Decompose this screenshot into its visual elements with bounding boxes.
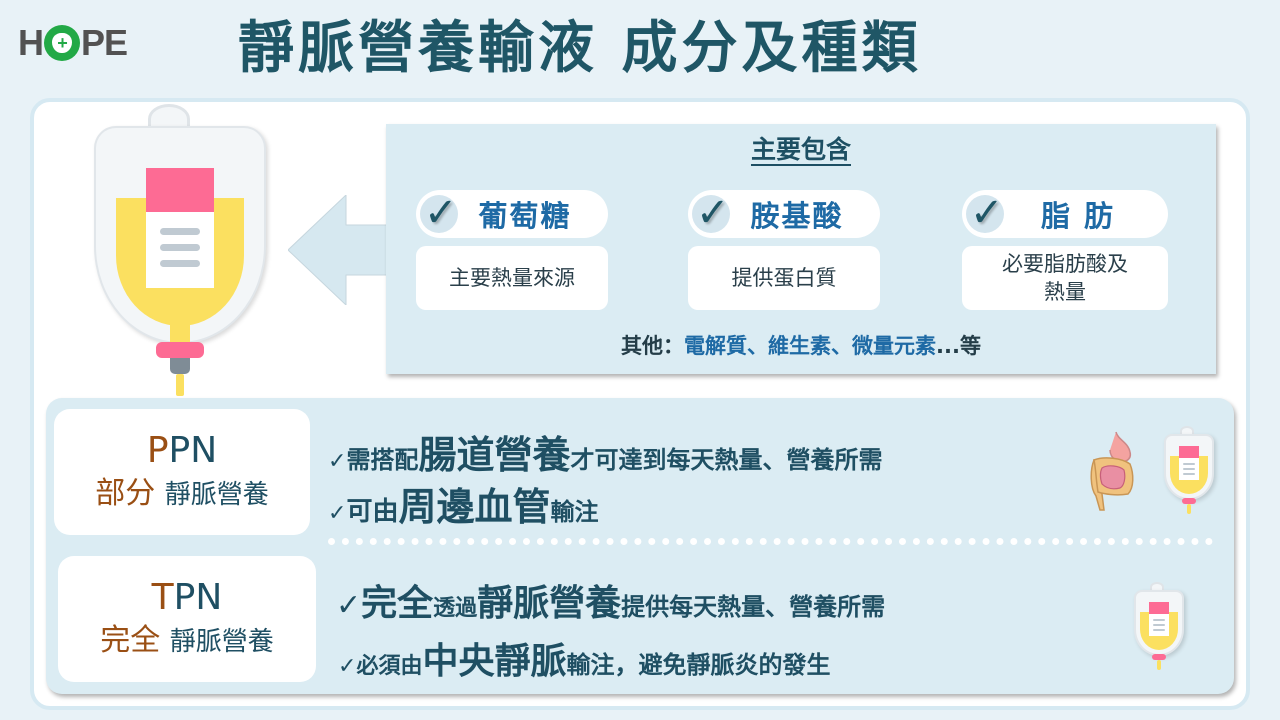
component-name: 胺基酸 [750,199,844,233]
composition-heading: 主要包含 [750,135,851,164]
component-name: 葡萄糖 [478,199,572,233]
arrow-left-icon [288,195,388,305]
checkmark-icon: ✓ [338,654,357,679]
checkmark-icon: ✓ [696,190,730,236]
component-glucose: ✓ 葡萄糖 主要熱量來源 [416,190,608,310]
others-line: 其他：電解質、維生素、微量元素...等 [386,330,1216,360]
tpn-card: TPN 完全 靜脈營養 [58,556,316,682]
ppn-name: 部分 靜脈營養 [95,475,269,511]
ppn-abbr: PPN [146,429,218,471]
ppn-card: PPN 部分 靜脈營養 [54,409,310,535]
component-desc: 主要熱量來源 [416,246,608,310]
checkmark-icon: ✓ [970,190,1004,236]
checkmark-icon: ✓ [336,588,362,623]
iv-bag-icon [94,104,266,404]
hope-logo: H + PE [18,22,128,63]
checkmark-icon: ✓ [328,449,347,474]
dotted-divider [328,538,1213,545]
others-label: 其他： [621,334,685,358]
intestine-icon [1090,431,1134,511]
others-suffix: ...等 [936,334,981,358]
logo-text-pe: PE [81,22,128,63]
component-desc: 必要脂肪酸及熱量 [962,246,1168,310]
logo-text-h: H [18,22,44,63]
ppn-bullet-1: ✓ 需搭配 腸道營養 才可達到每天熱量、營養所需 [328,433,883,477]
component-name: 脂 肪 [1040,199,1116,233]
checkmark-icon: ✓ [328,501,347,526]
checkmark-icon: ✓ [424,190,458,236]
component-desc: 提供蛋白質 [688,246,880,310]
composition-box: 主要包含 ✓ 葡萄糖 主要熱量來源 ✓ 胺基酸 提供蛋白質 ✓ 脂 肪 必要脂肪… [386,124,1216,374]
ppn-bullet-2: ✓ 可由 周邊血管 輸注 [328,485,599,529]
tpn-bullet-1: ✓ 完全 透過 靜脈營養 提供每天熱量、營養所需 [336,583,886,624]
logo-plus: + [52,33,72,53]
iv-bag-icon [1134,582,1184,674]
nutrition-types-box: PPN 部分 靜脈營養 ✓ 需搭配 腸道營養 才可達到每天熱量、營養所需 ✓ 可… [46,398,1234,694]
component-amino-acid: ✓ 胺基酸 提供蛋白質 [688,190,880,310]
tpn-bullet-2: ✓ 必須由 中央靜脈 輸注，避免靜脈炎的發生 [338,641,831,682]
iv-bag-icon [1164,426,1214,518]
others-items: 電解質、維生素、微量元素 [684,334,937,358]
tpn-name: 完全 靜脈營養 [100,622,274,658]
page-title: 靜脈營養輸液 成分及種類 [238,16,922,81]
logo-heart-cross-icon: + [44,25,80,61]
tpn-abbr: TPN [151,576,223,618]
component-fat: ✓ 脂 肪 必要脂肪酸及熱量 [962,190,1168,310]
